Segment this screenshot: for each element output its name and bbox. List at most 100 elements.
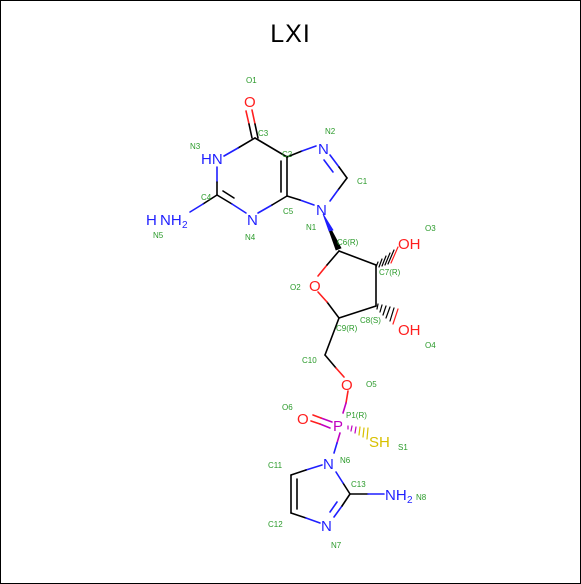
atom-h-guanine: H <box>146 212 157 229</box>
bond-c3-o1-double <box>245 110 250 125</box>
label-c11: C11 <box>268 461 283 470</box>
bond-c4-n5 <box>202 194 218 205</box>
bond-c9-o2 <box>326 301 340 319</box>
bond-c1-n1 <box>337 177 348 191</box>
bond-o5-p-b <box>342 402 347 414</box>
bond-n1-c6-wedge-blue <box>322 213 334 232</box>
label-c3: C3 <box>258 129 269 138</box>
bond-c12-n7-b <box>305 517 321 524</box>
bond-n2-c1 <box>329 154 340 168</box>
atom-n-imidazole: N <box>318 141 329 158</box>
bond-c4-n4-b <box>231 203 247 214</box>
bond-c9-c10 <box>324 317 340 356</box>
bond-c4-n5-b <box>189 203 204 213</box>
atom-symbols: O HN N NH 2 H N N OH O OH O O P SH N N N… <box>146 94 421 535</box>
bond-c6-c7 <box>338 250 377 266</box>
label-p1: P1(R) <box>346 411 367 420</box>
label-c13: C13 <box>351 480 366 489</box>
bonds <box>189 109 399 524</box>
label-n7: N7 <box>331 541 342 550</box>
bond-c8-o4-hash <box>376 303 399 325</box>
atom-n-glycosidic: N <box>316 202 327 219</box>
label-c7: C7(R) <box>379 268 401 277</box>
label-o2: O2 <box>290 283 301 292</box>
bond-c1-n1-b <box>329 189 339 202</box>
atom-nh2-imid-sub: 2 <box>407 495 413 506</box>
label-c8: C8(S) <box>360 316 381 325</box>
atom-o-ring: O <box>309 278 321 295</box>
label-n6: N6 <box>340 456 351 465</box>
bond-o5-p <box>345 390 349 404</box>
atom-sh: SH <box>369 434 390 451</box>
bond-c13-n6 <box>342 482 351 495</box>
bond-p-n6 <box>336 432 341 444</box>
bond-c13-n6-b <box>335 471 344 484</box>
molecule-title: LXI <box>270 20 311 48</box>
label-c6: C6(R) <box>337 238 359 247</box>
atom-nh-ring: HN <box>201 151 223 168</box>
bond-c3-n3 <box>237 137 256 149</box>
bond-n1-c5 <box>299 199 315 206</box>
label-o5: O5 <box>366 380 377 389</box>
label-n4: N4 <box>245 233 256 242</box>
label-n8: N8 <box>416 493 427 502</box>
atom-n-pyrimidine: N <box>247 212 258 229</box>
bond-c12-n7 <box>290 512 307 519</box>
bond-c3-o1-black2 <box>248 123 253 139</box>
bond-c4-n4-double <box>222 190 235 199</box>
bond-c9-o2-red <box>317 291 328 303</box>
label-c9: C9(R) <box>336 324 358 333</box>
bond-p-n6-b <box>333 442 338 454</box>
bond-c4-n4 <box>216 194 233 205</box>
bond-c2-n2 <box>286 150 303 158</box>
atom-nh2-guanine-sub: 2 <box>182 220 188 231</box>
atom-nh2-imid: NH <box>385 487 407 504</box>
atom-oh-bottom: OH <box>398 322 421 339</box>
label-c12: C12 <box>268 520 283 529</box>
atom-o-phosphoryl: O <box>297 411 309 428</box>
atom-p: P <box>333 418 343 435</box>
bond-c8-c9 <box>338 305 377 319</box>
bond-p-o6 <box>320 417 333 423</box>
bond-c3-o1-black <box>254 123 259 139</box>
bond-c10-o5 <box>324 354 337 369</box>
label-o1: O1 <box>246 76 257 85</box>
bond-o2-c6-b <box>326 250 340 266</box>
bond-n2-c1-b <box>338 166 348 179</box>
bond-n7-c13-b <box>341 493 351 507</box>
bond-n4-c5 <box>257 204 273 214</box>
bond-p-o6-double-red <box>310 420 321 425</box>
bond-p-o6-red <box>312 414 322 419</box>
bond-n7-c13 <box>333 505 343 518</box>
bond-c7-o3-hash <box>375 246 399 268</box>
bond-c10-o5-red <box>335 367 345 378</box>
label-o4: O4 <box>425 341 436 350</box>
label-c2: C2 <box>282 150 293 159</box>
bond-n3-nh <box>223 147 239 157</box>
bond-n7-c13-double <box>329 501 338 513</box>
label-c5: C5 <box>283 207 294 216</box>
bond-c3-o1 <box>251 109 256 125</box>
bond-n4-c5-b <box>271 195 288 206</box>
bond-p-s1-hash <box>347 425 369 440</box>
atom-labels: O1 C3 N2 N3 C2 C1 C4 C5 N5 N4 N1 C6(R) O… <box>153 76 436 550</box>
label-c1: C1 <box>357 177 368 186</box>
label-n2: N2 <box>325 127 336 136</box>
label-n5: N5 <box>153 231 164 240</box>
label-c4: C4 <box>201 193 212 202</box>
bond-n1-c5-b <box>286 195 301 201</box>
atom-n-imid2: N <box>323 456 334 473</box>
bond-c2-n2-b <box>301 145 317 152</box>
bond-o2-c6 <box>317 264 328 277</box>
label-c10: C10 <box>302 356 317 365</box>
bond-c2-c3 <box>254 137 288 158</box>
atom-oh-top: OH <box>398 236 421 253</box>
label-n3: N3 <box>190 142 201 151</box>
label-o3: O3 <box>425 224 436 233</box>
atom-o-carbonyl: O <box>244 94 256 111</box>
label-n1: N1 <box>306 223 317 232</box>
bond-n6-c11-b <box>290 469 307 476</box>
atom-o-ester: O <box>341 377 353 394</box>
bond-p-o6-double <box>319 423 331 429</box>
